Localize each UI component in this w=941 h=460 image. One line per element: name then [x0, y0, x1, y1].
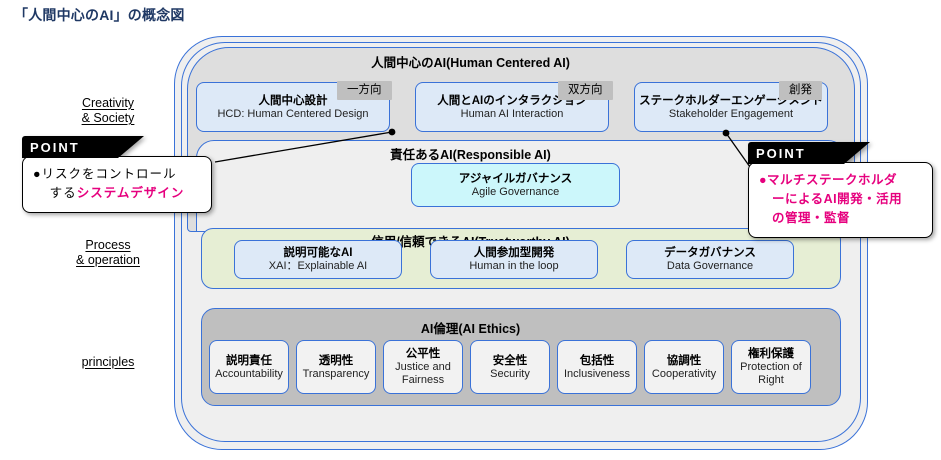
axis-label-line: principles: [81, 355, 135, 369]
card-en-label: Accountability: [215, 367, 283, 380]
axis-label-line: & Society: [81, 111, 135, 125]
point-tab-label: POINT: [22, 136, 144, 158]
card-security[interactable]: 安全性 Security: [470, 340, 550, 394]
point-callout-right: POINT ●マルチステークホルダ ーによるAI開発・活用 の管理・監督: [748, 142, 933, 238]
card-jp-label: ステークホルダーエンゲージメント: [639, 94, 823, 107]
point-line-1: ●マルチステークホルダ: [759, 173, 898, 187]
point-callout-left: POINT ●リスクをコントロール するシステムデザイン: [22, 136, 212, 213]
card-protection-of-right[interactable]: 権利保護 Protection of Right: [731, 340, 811, 394]
card-en-label: Human AI Interaction: [460, 107, 564, 120]
card-data-governance[interactable]: データガバナンス Data Governance: [626, 240, 794, 279]
layer-title-ai-ethics: AI倫理(AI Ethics): [420, 322, 521, 336]
point-line-2: するシステムデザイン: [33, 184, 201, 203]
point-body-left: ●リスクをコントロール するシステムデザイン: [22, 156, 212, 213]
card-en-label: Data Governance: [666, 260, 754, 272]
axis-label-line: Creativity: [81, 96, 135, 110]
card-jp-label: 説明可能なAI: [283, 247, 353, 259]
card-jp-label: 協調性: [666, 354, 702, 367]
card-en-label: Justice and Fairness: [395, 361, 451, 386]
card-explainable-ai[interactable]: 説明可能なAI XAI：Explainable AI: [234, 240, 402, 279]
card-stakeholder-engagement[interactable]: ステークホルダーエンゲージメント Stakeholder Engagement: [634, 82, 828, 132]
card-jp-label: 説明責任: [226, 354, 272, 367]
card-transparency[interactable]: 透明性 Transparency: [296, 340, 376, 394]
card-en-label: XAI：Explainable AI: [268, 260, 368, 272]
point-line-2-text: する: [49, 186, 77, 200]
axis-label-line: & operation: [76, 253, 140, 267]
card-jp-label: データガバナンス: [664, 247, 756, 259]
card-en-label: Stakeholder Engagement: [668, 107, 794, 120]
card-jp-label: 権利保護: [748, 348, 794, 360]
card-jp-label: 透明性: [318, 354, 354, 367]
card-en-label: HCD: Human Centered Design: [217, 107, 369, 120]
card-en-label: Security: [490, 367, 530, 380]
page-title: 「人間中心のAI」の概念図: [14, 7, 185, 23]
card-justice-and-fairness[interactable]: 公平性 Justice and Fairness: [383, 340, 463, 394]
axis-label-line: Process: [85, 238, 131, 252]
point-line-1-text: ●リスクをコントロール: [33, 167, 177, 181]
axis-label-creativity-society: Creativity & Society: [48, 96, 168, 126]
card-agile-governance[interactable]: アジャイルガバナンス Agile Governance: [411, 163, 620, 207]
card-jp-label: 公平性: [405, 348, 441, 360]
card-jp-label: 安全性: [492, 354, 528, 367]
card-jp-label: アジャイルガバナンス: [458, 172, 573, 185]
card-en-label: Agile Governance: [471, 185, 560, 198]
card-en-label: Protection of Right: [740, 361, 802, 386]
point-line-1: ●リスクをコントロール: [33, 165, 201, 184]
card-en-label: Cooperativity: [651, 367, 717, 380]
layer-title-human-centered-ai: 人間中心のAI(Human Centered AI): [371, 56, 570, 70]
card-jp-label: 人間参加型開発: [473, 247, 555, 259]
card-accountability[interactable]: 説明責任 Accountability: [209, 340, 289, 394]
point-line-2-accent: システムデザイン: [76, 186, 185, 200]
badge-two-way: 双方向: [558, 81, 613, 100]
card-en-label: Human in the loop: [469, 260, 559, 272]
badge-emergence: 創発: [779, 81, 822, 100]
point-tab-label: POINT: [748, 142, 870, 164]
axis-label-process-operation: Process & operation: [48, 238, 168, 268]
badge-one-way: 一方向: [337, 81, 392, 100]
layer-title-responsible-ai: 責任あるAI(Responsible AI): [390, 148, 551, 162]
point-body-right: ●マルチステークホルダ ーによるAI開発・活用 の管理・監督: [748, 162, 933, 238]
card-cooperativity[interactable]: 協調性 Cooperativity: [644, 340, 724, 394]
card-jp-label: 人間中心設計: [258, 94, 328, 107]
card-en-label: Inclusiveness: [563, 367, 631, 380]
card-en-label: Transparency: [302, 367, 370, 380]
card-jp-label: 包括性: [579, 354, 615, 367]
card-inclusiveness[interactable]: 包括性 Inclusiveness: [557, 340, 637, 394]
point-line-2: ーによるAI開発・活用: [772, 192, 903, 206]
card-jp-label: 人間とAIのインタラクション: [437, 94, 587, 107]
point-line-3: の管理・監督: [772, 211, 851, 225]
card-human-in-the-loop[interactable]: 人間参加型開発 Human in the loop: [430, 240, 598, 279]
axis-label-principles: principles: [48, 355, 168, 370]
